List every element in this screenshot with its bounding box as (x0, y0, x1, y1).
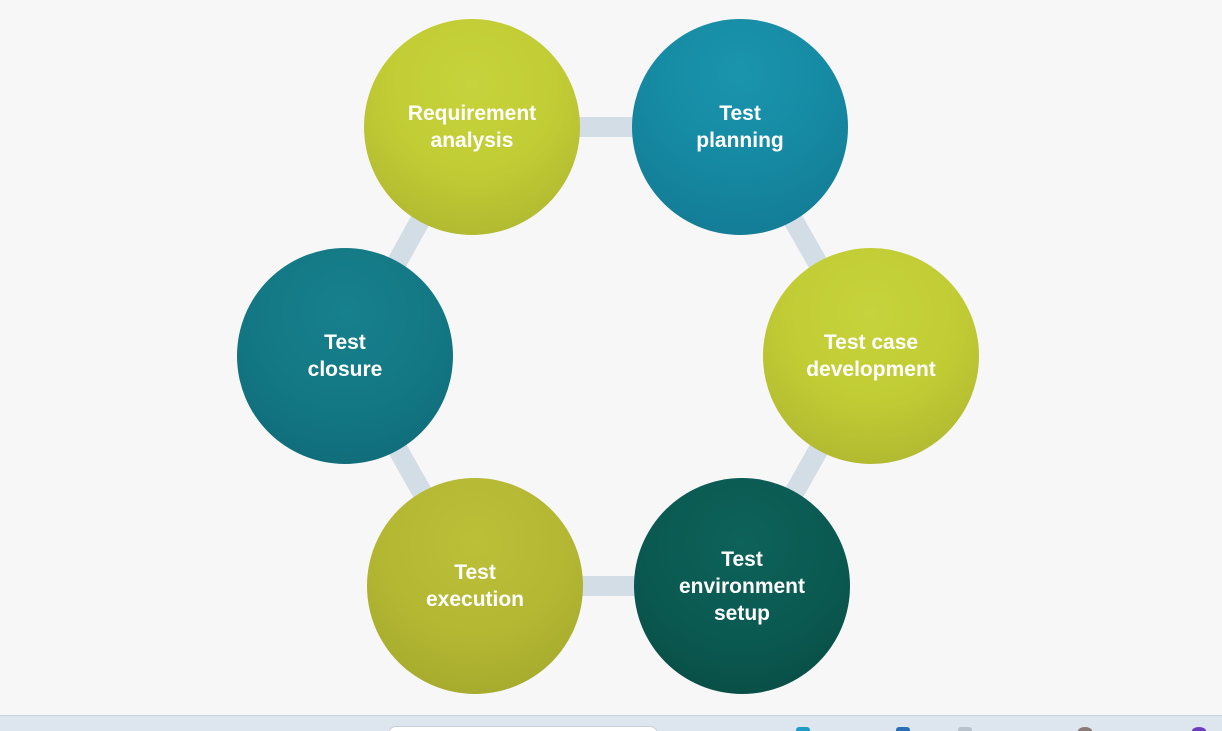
avatar-icon[interactable] (1078, 727, 1092, 731)
node-test-case-development: Test case development (763, 248, 979, 464)
taskbar (0, 715, 1222, 731)
node-label: Requirement analysis (407, 102, 537, 152)
node-requirement-analysis: Requirement analysis (364, 19, 580, 235)
node-test-execution: Test execution (367, 478, 583, 694)
node-test-environment-setup: Test environment setup (634, 478, 850, 694)
app-icon-purple[interactable] (1192, 727, 1206, 731)
app-icon-window[interactable] (896, 727, 910, 731)
node-label: Test environment setup (678, 547, 806, 625)
node-label: Test execution (425, 561, 525, 611)
node-label: Test case development (806, 331, 936, 381)
app-icon-edge[interactable] (796, 727, 810, 731)
taskbar-search-box[interactable] (388, 726, 658, 731)
cycle-connectors (336, 117, 880, 596)
node-label: Test closure (307, 331, 383, 381)
node-test-planning: Test planning (632, 19, 848, 235)
node-label: Test planning (696, 102, 784, 152)
app-icon-folder[interactable] (958, 727, 972, 731)
node-test-closure: Test closure (237, 248, 453, 464)
